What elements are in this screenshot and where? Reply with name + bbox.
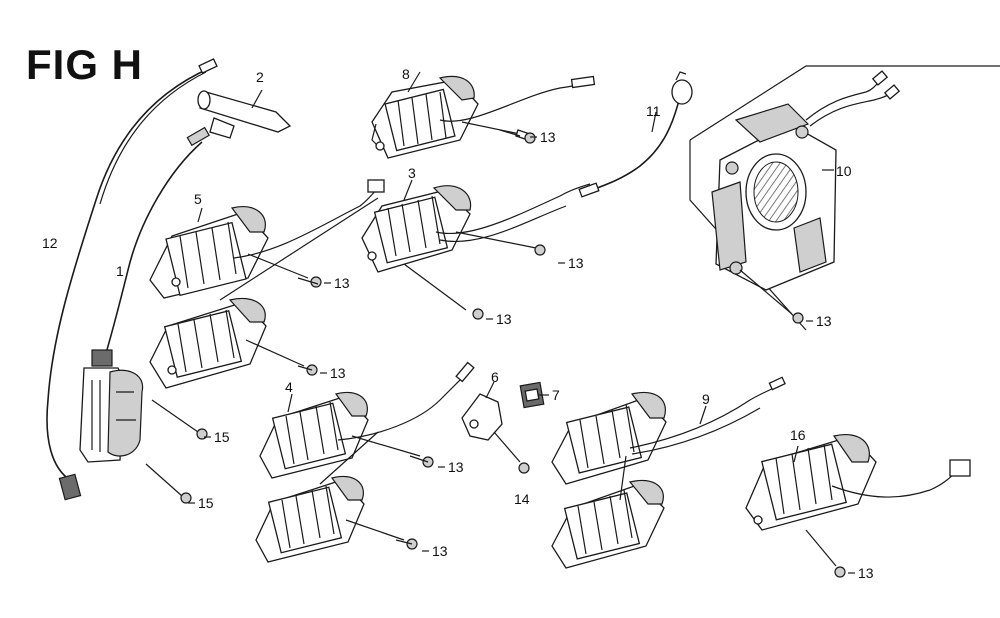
part-11-lead-wire [578, 71, 693, 198]
coil-assembly-lower [149, 197, 379, 389]
part-9-coil-pair [551, 376, 786, 569]
part-7-clip [519, 381, 545, 409]
callout-13-e: 13 [330, 365, 346, 381]
callout-13-c: 13 [496, 311, 512, 327]
callout-16: 16 [790, 427, 806, 443]
callout-labels: 1 2 3 4 5 6 7 8 9 10 11 12 13 13 13 13 1… [42, 66, 874, 581]
part-6-bracket [461, 381, 530, 474]
part-5-coil [149, 179, 385, 299]
callout-15-a: 15 [214, 429, 230, 445]
part-3-coil [361, 179, 591, 320]
callout-5: 5 [194, 191, 202, 207]
callout-9: 9 [702, 391, 710, 407]
figure-title: FIG H [26, 41, 143, 88]
part-10-stator-inset [689, 65, 1000, 331]
part-16-coil [745, 434, 971, 578]
callout-10: 10 [836, 163, 852, 179]
callout-13-h: 13 [816, 313, 832, 329]
callout-2: 2 [256, 69, 264, 85]
callout-7: 7 [552, 387, 560, 403]
callout-6: 6 [491, 369, 499, 385]
callout-8: 8 [402, 66, 410, 82]
callout-13-i: 13 [858, 565, 874, 581]
callout-3: 3 [408, 165, 416, 181]
part-1-ignition-coil [79, 126, 210, 463]
callout-12: 12 [42, 235, 58, 251]
callout-15-b: 15 [198, 495, 214, 511]
part-12-cable [46, 58, 218, 501]
part-4-coil [255, 361, 475, 563]
part-8-coil [371, 71, 596, 159]
part-2-spark-plug-cap [197, 89, 292, 139]
callout-4: 4 [285, 379, 293, 395]
callout-13-f: 13 [448, 459, 464, 475]
callout-13-g: 13 [432, 543, 448, 559]
bolt-leader-lines [145, 129, 521, 545]
callout-11: 11 [646, 103, 661, 119]
callout-1: 1 [116, 263, 124, 279]
callout-13-d: 13 [334, 275, 350, 291]
callout-14: 14 [514, 491, 530, 507]
callout-13-a: 13 [540, 129, 556, 145]
callout-13-b: 13 [568, 255, 584, 271]
callout-dashes [188, 136, 855, 574]
